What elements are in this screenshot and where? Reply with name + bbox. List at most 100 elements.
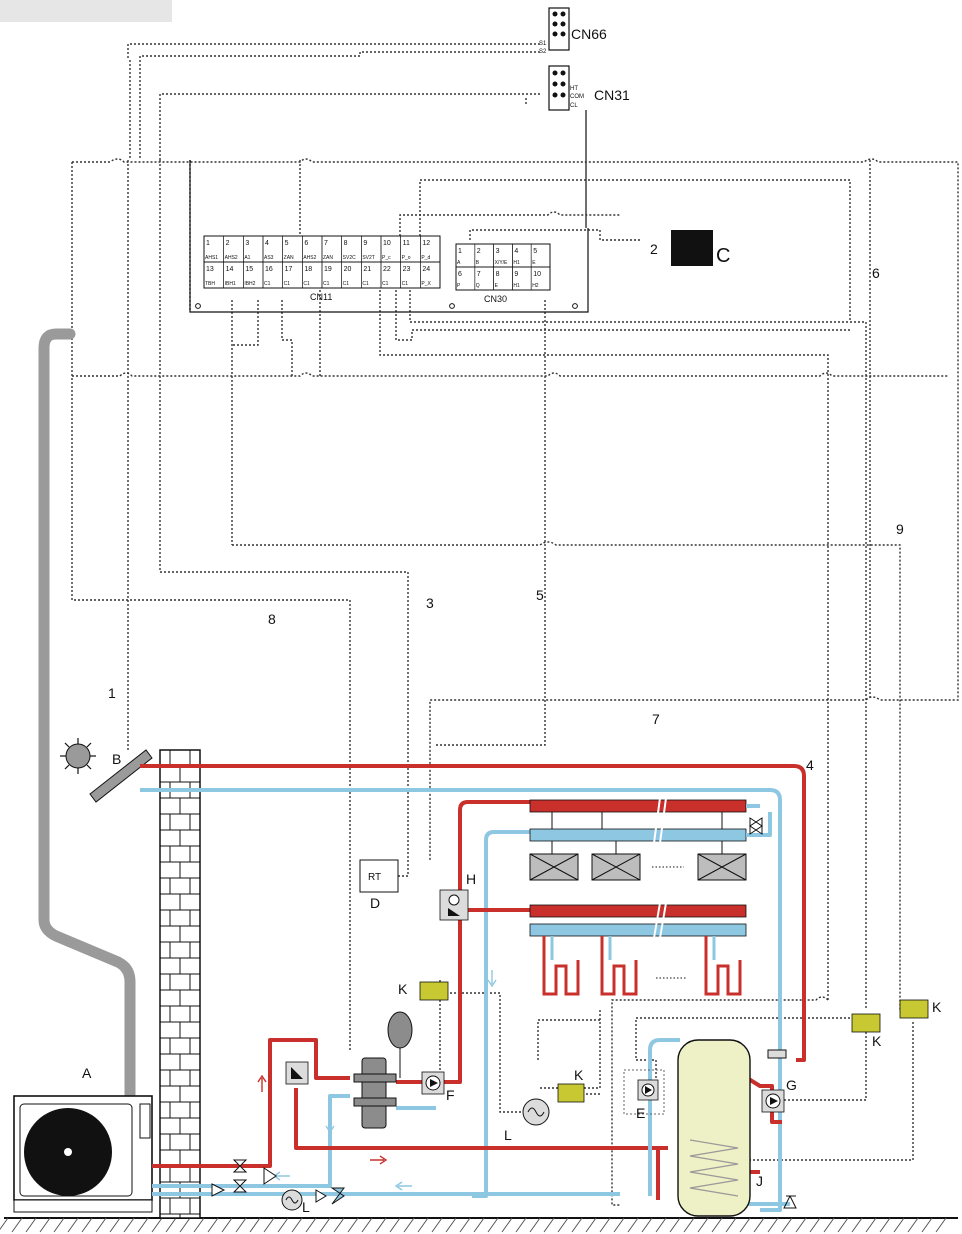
cn30-cells-num: 5	[533, 248, 537, 255]
cn11-cells-num: 8	[344, 240, 348, 247]
cn30-cells-num: 9	[514, 271, 518, 278]
emitter-rail-upper-cold	[529, 828, 747, 842]
water-piping	[140, 764, 806, 1212]
label-9: 9	[896, 521, 904, 537]
floor-heating-loops	[542, 936, 742, 996]
cn11-cells-code: P_o	[402, 255, 411, 261]
cn11-cells-num: 14	[226, 266, 234, 273]
cn11-cells-code: SV2C	[343, 255, 356, 261]
cn11-cells-num: 12	[422, 240, 430, 247]
cn30-cells-code: P	[457, 283, 461, 289]
cn30-cells-code: H2	[532, 283, 539, 289]
thermostat-text: RT	[368, 872, 381, 883]
cn11-cells-num: 7	[324, 240, 328, 247]
outdoor-unit-a	[13, 1095, 153, 1213]
cn11-cells-code: P_d	[421, 255, 430, 261]
cn30-cells-code: A	[457, 260, 461, 266]
label-a: A	[82, 1065, 92, 1081]
label-c: C	[716, 245, 730, 267]
flow-arrows	[257, 970, 497, 1191]
cn11-cells-code: ZAN	[284, 255, 294, 261]
emitter-rail-upper-hot	[529, 799, 747, 813]
cn31-pin-com: COM	[570, 94, 584, 100]
brick-wall	[159, 749, 201, 1219]
cn30-cells-num: 6	[458, 271, 462, 278]
cn11-cells-code: C1	[402, 281, 409, 287]
label-4: 4	[806, 757, 814, 773]
cn11-label: CN11	[310, 292, 332, 302]
label-f: F	[446, 1087, 455, 1103]
control-wiring	[71, 43, 959, 1206]
label-2: 2	[650, 241, 658, 257]
label-g: G	[786, 1077, 797, 1093]
cn66-label: CN66	[571, 26, 607, 42]
cn11-cells-code: C1	[303, 281, 310, 287]
three-way-valve	[285, 1061, 309, 1085]
cn11-cells-num: 23	[403, 266, 411, 273]
cn30-cells-code: E	[495, 283, 499, 289]
refrigerant-pipe	[38, 328, 136, 1100]
solar-panel-b	[60, 738, 153, 803]
cn11-cells-num: 16	[265, 266, 273, 273]
cn11-cells-num: 21	[363, 266, 371, 273]
water-tap	[783, 1195, 797, 1209]
cn11-cells-num: 15	[245, 266, 253, 273]
cn11-cells-code: IBH1	[225, 281, 236, 287]
cn11-cells-num: 6	[304, 240, 308, 247]
cn30-cells-num: 1	[458, 248, 462, 255]
cn30-cells-num: 7	[477, 271, 481, 278]
cn11-cells-num: 19	[324, 266, 332, 273]
main-pcb: 1AHS12AHS23A14AS35ZAN6AHS27ZAN8SV2C9SV2T…	[189, 160, 589, 313]
cn11-cells-code: C1	[382, 281, 389, 287]
cn30-cells-code: H1	[513, 283, 520, 289]
cn11-cells-num: 2	[226, 240, 230, 247]
cn30-cells-code: Q	[476, 283, 480, 289]
cn30-cells-code: B	[476, 260, 480, 266]
dhw-tank	[677, 1039, 787, 1217]
pump-f	[421, 1071, 445, 1095]
controller-k-3	[851, 1013, 881, 1033]
ground	[0, 1217, 958, 1233]
cn11-cells-num: 22	[383, 266, 391, 273]
cn30-cells-code: X/Y/E	[495, 260, 508, 266]
cn11-cells-num: 20	[344, 266, 352, 273]
cn11-cells-code: AHS1	[205, 255, 218, 261]
cn11-cells-code: IBH2	[244, 281, 255, 287]
cn66-pin-s1: S1	[539, 41, 547, 47]
cn31-pin-ht: HT	[570, 86, 578, 92]
cn11-cells-code: P_X	[421, 281, 431, 287]
label-k-4: K	[932, 999, 942, 1015]
cn11-cells-num: 13	[206, 266, 214, 273]
label-k-3: K	[872, 1033, 882, 1049]
label-7: 7	[652, 711, 660, 727]
cn66-pin-s2: S2	[539, 49, 547, 55]
isolation-valves	[211, 1159, 345, 1205]
cn31-connector: HT COM CL CN31	[548, 65, 630, 111]
cn11-cells-code: AHS2	[303, 255, 316, 261]
label-l-1: L	[504, 1127, 512, 1143]
cn11-cells-code: C1	[264, 281, 271, 287]
label-6: 6	[872, 265, 880, 281]
cn11-cells-num: 17	[285, 266, 293, 273]
cn11-cells-cell	[420, 261, 441, 289]
cn11-cells-num: 3	[245, 240, 249, 247]
cn31-pin-cl: CL	[570, 103, 578, 109]
fan-coil-units	[529, 841, 747, 881]
cn11-cells-code: TBH	[205, 281, 215, 287]
cn11-cells-num: 4	[265, 240, 269, 247]
cn11-cells-code: SV2T	[362, 255, 375, 261]
cn30-label: CN30	[484, 294, 507, 304]
label-d: D	[370, 895, 380, 911]
room-thermostat-d: RT	[359, 859, 399, 893]
label-j: J	[756, 1173, 763, 1189]
label-l-2: L	[302, 1199, 310, 1215]
cn30-cells-cell	[530, 266, 551, 291]
emitter-rail-lower-cold	[529, 923, 747, 937]
cn11-cells-code: C1	[343, 281, 350, 287]
label-e: E	[636, 1105, 645, 1121]
cn11-cells-num: 18	[304, 266, 312, 273]
cn11-cells-code: P_c	[382, 255, 391, 261]
emitter-rail-lower-hot	[529, 904, 747, 918]
cn30-cells-num: 4	[514, 248, 518, 255]
cn11-cells-code: C1	[323, 281, 330, 287]
